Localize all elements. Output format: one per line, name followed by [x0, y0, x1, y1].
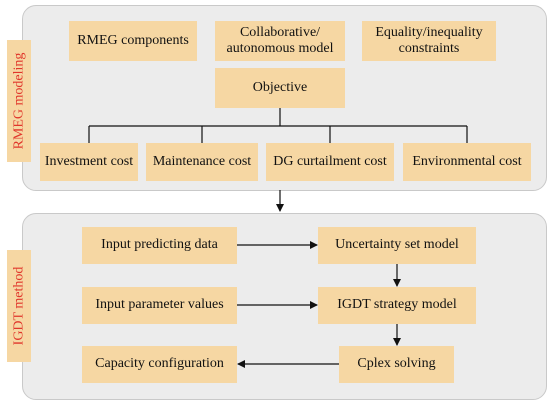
environmental-cost-text: Environmental cost [412, 153, 522, 169]
objective-text: Objective [252, 79, 308, 95]
rmeg-modeling-label: RMEG modeling [7, 40, 31, 162]
constraints-text: Equality/inequality constraints [375, 24, 483, 56]
investment-cost-text: Investment cost [44, 153, 134, 169]
rmeg-components-text: RMEG components [77, 32, 189, 48]
cplex-solving-box: Cplex solving [339, 346, 454, 383]
igdt-strategy-model-text: IGDT strategy model [337, 297, 457, 313]
maintenance-cost-box: Maintenance cost [146, 143, 258, 181]
capacity-configuration-box: Capacity configuration [82, 346, 237, 383]
dg-curtailment-cost-text: DG curtailment cost [273, 153, 387, 169]
capacity-configuration-text: Capacity configuration [95, 356, 224, 372]
investment-cost-box: Investment cost [40, 143, 138, 181]
igdt-strategy-model-box: IGDT strategy model [318, 287, 476, 324]
collaborative-model-text: Collaborative/ autonomous model [226, 24, 334, 56]
igdt-method-label: IGDT method [7, 250, 31, 362]
uncertainty-set-model-text: Uncertainty set model [335, 237, 459, 253]
uncertainty-set-model-box: Uncertainty set model [318, 227, 476, 264]
rmeg-components-box: RMEG components [69, 21, 197, 61]
cplex-solving-text: Cplex solving [357, 356, 436, 372]
input-parameter-values-box: Input parameter values [82, 287, 237, 324]
constraints-box: Equality/inequality constraints [362, 21, 496, 61]
input-predicting-data-text: Input predicting data [101, 237, 218, 253]
objective-box: Objective [215, 68, 345, 108]
input-predicting-data-box: Input predicting data [82, 227, 237, 264]
input-parameter-values-text: Input parameter values [95, 297, 224, 313]
dg-curtailment-cost-box: DG curtailment cost [266, 143, 394, 181]
maintenance-cost-text: Maintenance cost [152, 153, 252, 169]
collaborative-model-box: Collaborative/ autonomous model [215, 21, 345, 61]
environmental-cost-box: Environmental cost [403, 143, 531, 181]
